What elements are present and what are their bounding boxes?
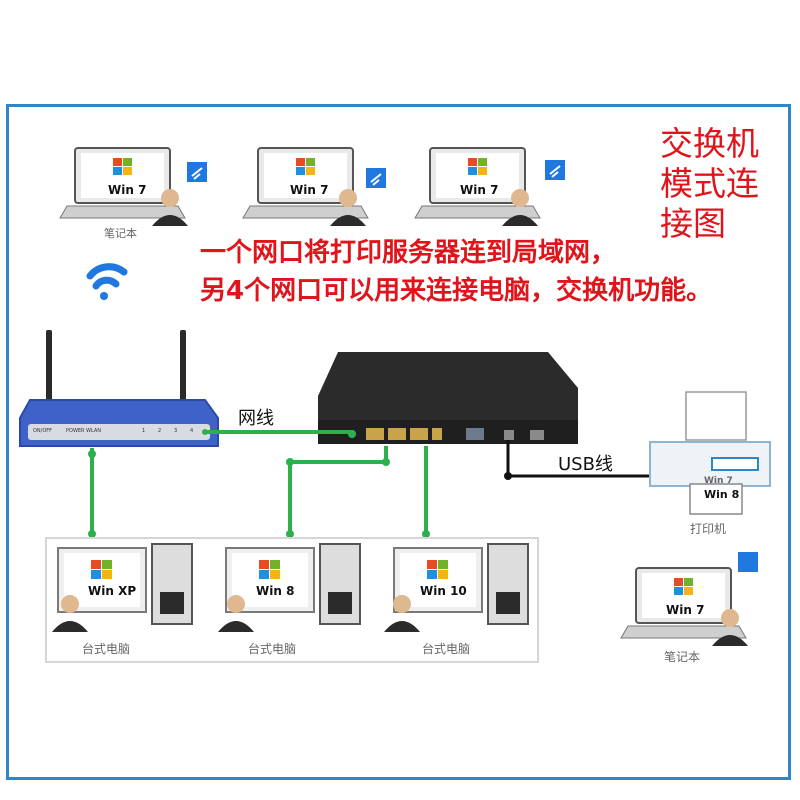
ethernet-port-icon [366, 428, 484, 440]
windows-logo-icon [674, 578, 693, 595]
switch-device [318, 352, 578, 444]
router-port-label: POWER [66, 428, 85, 434]
laptop-right [620, 567, 747, 639]
printer-icon [649, 391, 771, 515]
windows-logo-icon [91, 560, 112, 579]
router-port-label: ON/OFF [33, 428, 53, 434]
windows-logo-icon [427, 560, 448, 579]
network-cable-label: 网线 [238, 408, 274, 429]
wifi-badge-icon [738, 552, 758, 572]
usb-cable-label: USB线 [558, 454, 613, 475]
desktop-label: 台式电脑 [422, 642, 471, 656]
user-icon [52, 595, 420, 632]
caption-line-2: 另4个网口可以用来连接电脑，交换机功能。 [200, 276, 713, 306]
wifi-signal-icon [86, 263, 128, 300]
windows-logo-icon [113, 158, 132, 175]
desktop-3 [393, 543, 529, 625]
printer-doc-label: Win 8 [704, 488, 740, 501]
desktop-os-label: Win XP [88, 584, 137, 598]
user-icon [712, 609, 748, 646]
windows-logo-icon [468, 158, 487, 175]
printer-doc-label: Win 7 [704, 476, 733, 486]
printer-label: 打印机 [690, 522, 727, 536]
desktop-os-label: Win 8 [256, 584, 295, 598]
router [19, 330, 219, 447]
laptop-top-1 [59, 147, 186, 219]
router-port-label: 3 [174, 428, 178, 434]
router-port-label: WLAN [86, 428, 102, 434]
desktop-label: 台式电脑 [82, 642, 131, 656]
laptop-label: 笔记本 [664, 650, 701, 664]
windows-logo-icon [259, 560, 280, 579]
network-cables [90, 430, 428, 540]
desktop-os-label: Win 10 [420, 584, 467, 598]
laptop-os-label: Win 7 [290, 183, 329, 197]
diagram-title: 交换机 模式连 接图 [660, 124, 759, 243]
cable-nodes [88, 430, 430, 538]
router-port-label: 4 [190, 428, 194, 434]
desktop-label: 台式电脑 [248, 642, 297, 656]
laptop-top-2 [242, 147, 369, 219]
user-icon [152, 189, 538, 226]
laptop-top-3 [414, 147, 541, 219]
wifi-badge-icon [187, 160, 565, 188]
laptop-os-label: Win 7 [460, 183, 499, 197]
laptop-os-label: Win 7 [108, 183, 147, 197]
router-port-label: 2 [158, 428, 162, 434]
laptop-os-label: Win 7 [666, 603, 705, 617]
laptop-label: 笔记本 [104, 227, 137, 240]
windows-logo-icon [296, 158, 315, 175]
caption-line-1: 一个网口将打印服务器连到局域网， [200, 238, 617, 268]
router-port-label: 1 [142, 428, 146, 434]
